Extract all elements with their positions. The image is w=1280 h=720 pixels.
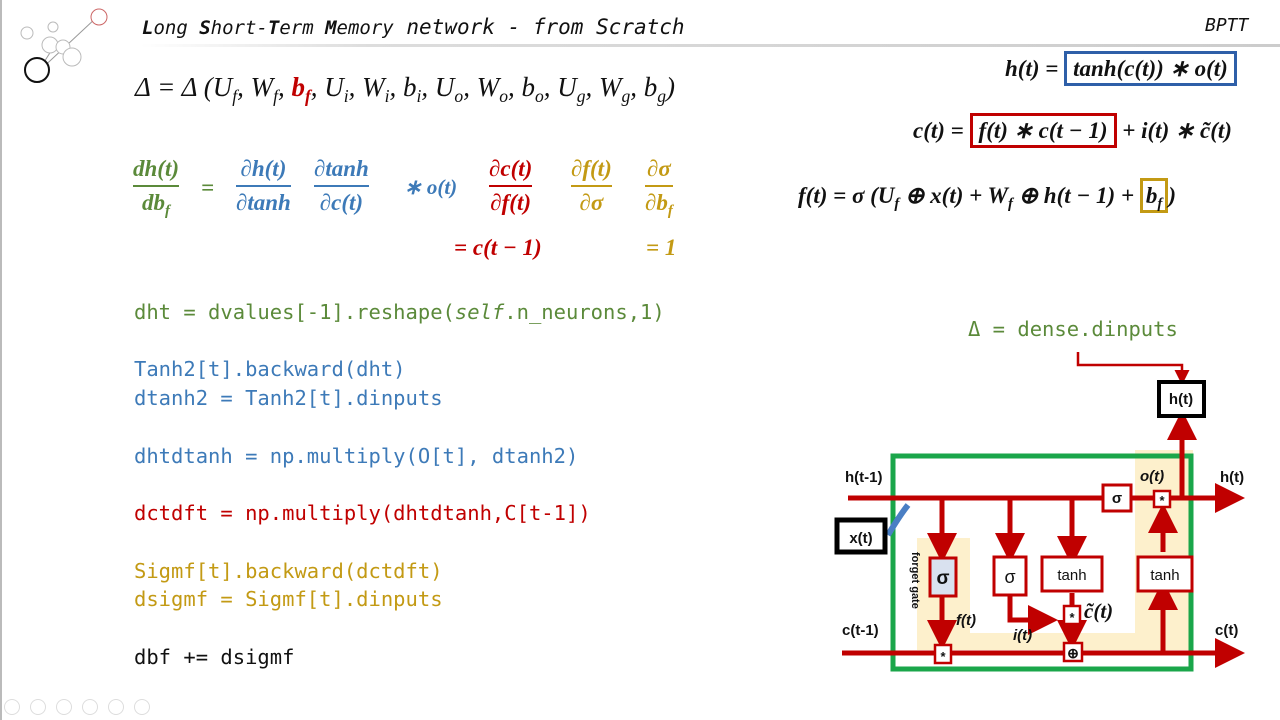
forget-multiply: * [940, 649, 946, 664]
code-line: Sigmf[t].backward(dctdft) [134, 559, 443, 583]
code-line: dhtdtanh = np.multiply(O[t], dtanh2) [134, 444, 579, 468]
result-c: = c(t − 1) [454, 235, 542, 260]
code-line: dctdft = np.multiply(dhtdtanh,C[t-1]) [134, 501, 591, 525]
fraction-dsigma-dbf: ∂σ∂bf [645, 156, 673, 220]
h-output-box [1157, 380, 1206, 418]
input-multiply: * [1069, 610, 1075, 625]
c-equation: c(t) = f(t) ∗ c(t − 1) + i(t) ∗ c̃(t) [913, 113, 1232, 148]
logo-network-icon [20, 8, 108, 83]
input-gate-sigma: σ [1004, 567, 1015, 587]
i-label: i(t) [1013, 627, 1032, 644]
code-line-dht: dht = dvalues[-1].reshape(self.n_neurons… [134, 300, 665, 324]
slides-icon[interactable] [82, 699, 98, 715]
lstm-cell-diagram: h(t) x(t) h(t-1) h(t) o(t) c(t-1) c(t) f… [834, 352, 1245, 672]
slide-title: Long Short-Term Memory network - from Sc… [142, 15, 685, 39]
equals-sign: = [201, 175, 215, 200]
cell-add: ⊕ [1067, 645, 1079, 661]
h-out-box-label: h(t) [1169, 391, 1193, 408]
x-label: x(t) [849, 530, 872, 547]
output-multiply: * [1159, 493, 1165, 508]
prev-slide-icon[interactable] [4, 699, 20, 715]
header-divider [140, 44, 1280, 47]
x-input-box [834, 517, 888, 555]
output-gate-sigma: σ [1112, 490, 1122, 507]
gradient-arrow [1076, 352, 1190, 385]
f-label: f(t) [956, 612, 976, 629]
code-line: dtanh2 = Tanh2[t].dinputs [134, 386, 443, 410]
code-line: dsigmf = Sigmf[t].dinputs [134, 587, 443, 611]
fraction-dh-dtanh: ∂h(t)∂tanh [236, 156, 291, 215]
forget-gate-label: forget gate [909, 552, 921, 609]
code-line: Tanh2[t].backward(dht) [134, 357, 406, 381]
delta-equation: Δ = Δ (Uf, Wf, bf, Ui, Wi, bi, Uo, Wo, b… [135, 72, 676, 107]
f-equation: f(t) = σ (Uf ⊕ x(t) + Wf ⊕ h(t − 1) + bf… [798, 178, 1176, 213]
candidate-tanh: tanh [1057, 567, 1086, 584]
zoom-icon[interactable] [108, 699, 124, 715]
pen-icon[interactable] [56, 699, 72, 715]
h-prev-label: h(t-1) [845, 469, 883, 486]
fraction-dtanh-dc: ∂tanh∂c(t) [314, 156, 369, 215]
c-tilde-label: c̃(t) [1084, 599, 1113, 623]
more-icon[interactable] [134, 699, 150, 715]
output-tanh: tanh [1150, 567, 1179, 584]
times-o: ∗ o(t) [404, 175, 458, 199]
slide-border [0, 0, 2, 720]
h-out-label: h(t) [1220, 469, 1244, 486]
result-one: = 1 [646, 235, 677, 260]
lhs-fraction: dh(t)dbf [133, 156, 179, 220]
c-out-label: c(t) [1215, 622, 1238, 639]
code-line: dbf += dsigmf [134, 645, 295, 669]
bf-highlight: bf [291, 72, 311, 107]
forget-gate-sigma: σ [937, 568, 950, 589]
section-label: BPTT [1205, 15, 1249, 36]
o-label: o(t) [1140, 468, 1164, 485]
input-join-arrow [885, 503, 911, 537]
h-equation: h(t) = tanh(c(t)) ∗ o(t) [1005, 51, 1237, 86]
fraction-df-dsigma: ∂f(t)∂σ [571, 156, 612, 215]
fraction-dc-df: ∂c(t)∂f(t) [489, 156, 533, 215]
next-slide-icon[interactable] [30, 699, 46, 715]
c-prev-label: c(t-1) [842, 622, 879, 639]
delta-dense-label: Δ = dense.dinputs [968, 317, 1178, 341]
